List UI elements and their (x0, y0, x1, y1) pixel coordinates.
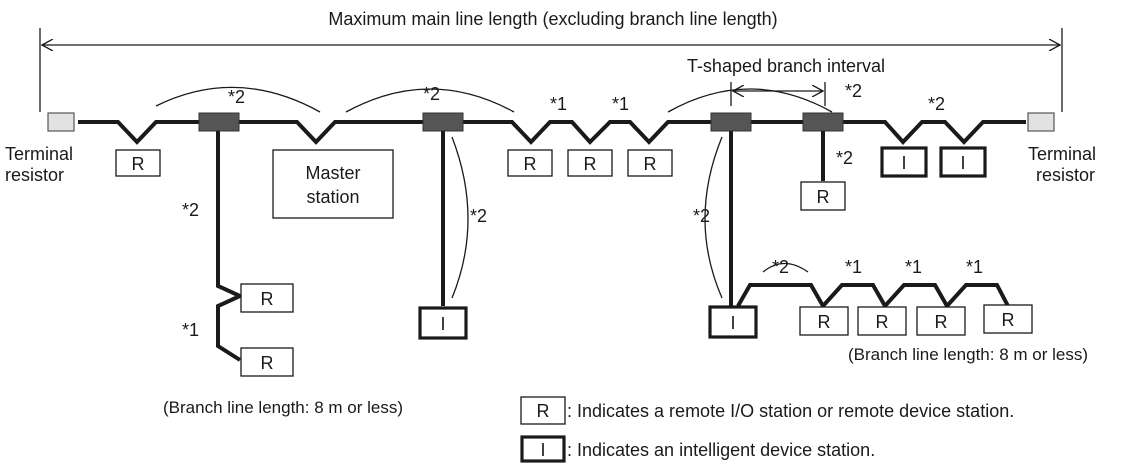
annotation-star2: *2 (182, 200, 199, 220)
legend-intelligent-text: : Indicates an intelligent device statio… (567, 440, 875, 460)
remote-station-box (857, 306, 907, 336)
remote-station-box (567, 149, 613, 177)
legend-remote-text: : Indicates a remote I/O station or remo… (567, 401, 1014, 421)
intelligent-station-code: I (440, 314, 445, 334)
remote-station-code: R (817, 187, 830, 207)
annotation-star2: *2 (772, 257, 789, 277)
terminal-resistor-left (47, 112, 75, 132)
t-branch-tap (710, 112, 752, 132)
annotation-star1: *1 (966, 257, 983, 277)
legend-remote-box (520, 396, 566, 425)
intelligent-station-code: I (901, 153, 906, 173)
annotation-star2: *2 (693, 206, 710, 226)
annotation-star2: *2 (928, 94, 945, 114)
main-line (78, 120, 1026, 145)
master-station-label-line2: station (306, 187, 359, 207)
t-branch-tap (422, 112, 464, 132)
terminal-label-left-line1: Terminal (5, 144, 73, 164)
spacing-arc (667, 88, 833, 113)
spacing-arc (704, 136, 723, 299)
remote-station-box (627, 149, 673, 177)
remote-station-box (507, 149, 553, 177)
spacing-arc (155, 86, 321, 113)
terminal-label-left-line2: resistor (5, 165, 64, 185)
annotation-star2: *2 (845, 81, 862, 101)
max-main-line-label: Maximum main line length (excluding bran… (328, 9, 777, 29)
annotation-star1: *1 (182, 320, 199, 340)
annotation-star1: *1 (905, 257, 922, 277)
annotation-star2: *2 (228, 87, 245, 107)
remote-station-code: R (935, 312, 948, 332)
remote-station-code: R (261, 289, 274, 309)
annotation-star1: *1 (550, 94, 567, 114)
terminal-resistor-right (1027, 112, 1055, 132)
intelligent-station-code: I (730, 313, 735, 333)
remote-station-box (983, 304, 1033, 334)
remote-station-code: R (584, 154, 597, 174)
remote-station-code: R (818, 312, 831, 332)
remote-station-code: R (132, 154, 145, 174)
legend-intelligent-box (520, 435, 566, 463)
remote-station-box (240, 283, 294, 313)
branch-line-left (216, 131, 245, 362)
annotation-star1: *1 (612, 94, 629, 114)
t-branch-interval-label: T-shaped branch interval (687, 56, 885, 76)
legend-intelligent-code: I (540, 440, 545, 460)
remote-station-box (916, 306, 966, 336)
terminal-label-right-line1: Terminal (1028, 144, 1096, 164)
annotation-star2: *2 (423, 84, 440, 104)
spacing-arc (451, 136, 469, 299)
remote-station-box (799, 306, 849, 336)
remote-station-code: R (644, 154, 657, 174)
remote-station-box (240, 347, 294, 377)
master-station-label-line1: Master (305, 163, 360, 183)
branch-length-note-right: (Branch line length: 8 m or less) (848, 345, 1088, 364)
intelligent-station-box (939, 146, 987, 178)
intelligent-station-box (880, 146, 928, 178)
remote-station-code: R (1002, 310, 1015, 330)
spacing-arc (345, 88, 515, 113)
remote-station-box (800, 181, 846, 211)
master-station-box (272, 149, 394, 219)
annotation-star2: *2 (470, 206, 487, 226)
t-branch-tap (802, 112, 844, 132)
remote-station-box (115, 149, 161, 177)
remote-station-code: R (524, 154, 537, 174)
remote-station-code: R (261, 353, 274, 373)
annotation-star1: *1 (845, 257, 862, 277)
intelligent-station-box (418, 306, 468, 340)
sub-branch-line (736, 283, 1010, 310)
annotation-star2: *2 (836, 148, 853, 168)
terminal-label-right-line2: resistor (1036, 165, 1095, 185)
remote-station-code: R (876, 312, 889, 332)
spacing-arc (762, 262, 809, 273)
intelligent-station-code: I (960, 153, 965, 173)
legend-remote-code: R (537, 401, 550, 421)
t-branch-tap (198, 112, 240, 132)
branch-length-note-left: (Branch line length: 8 m or less) (163, 398, 403, 417)
intelligent-station-box (708, 305, 758, 339)
